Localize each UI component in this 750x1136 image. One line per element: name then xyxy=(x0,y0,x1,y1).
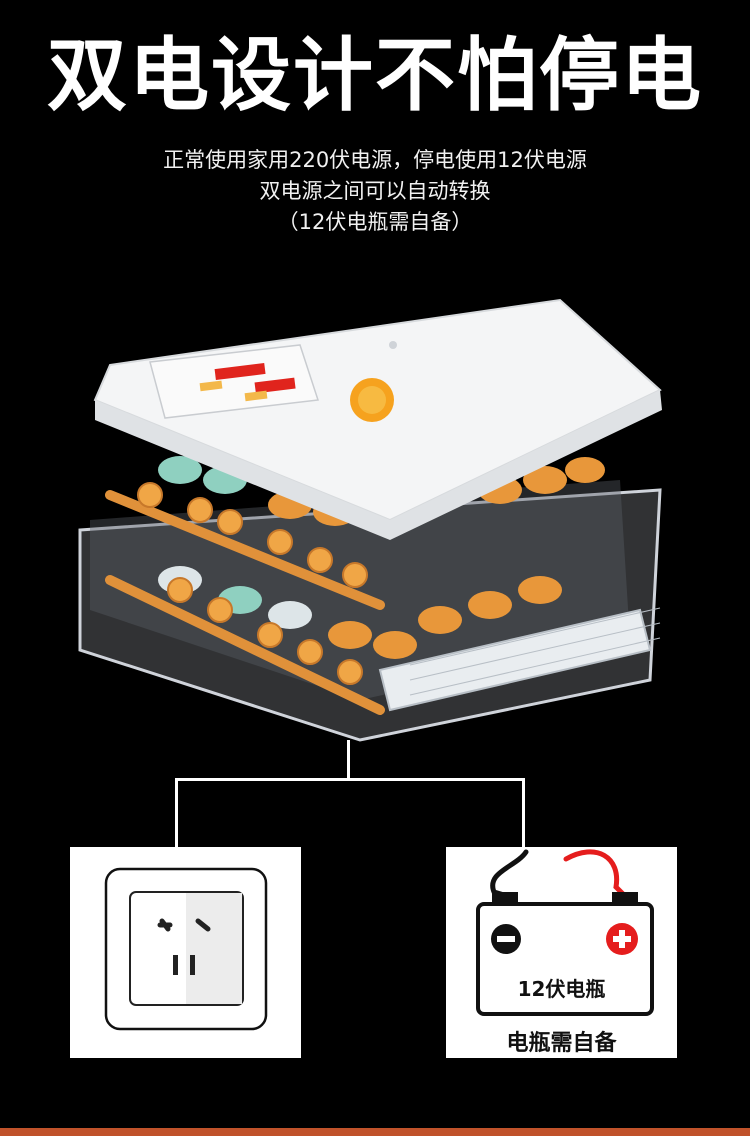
connector-right-drop xyxy=(522,778,525,848)
subtitle-line-2: 双电源之间可以自动转换 xyxy=(259,179,491,203)
bottom-accent-line xyxy=(0,1128,750,1136)
battery-caption: 电瓶需自备 xyxy=(506,1031,617,1056)
headline: 双电设计不怕停电 xyxy=(47,29,703,122)
power-outlet-card xyxy=(70,847,301,1058)
subtitle-line-3: （12伏电瓶需自备） xyxy=(277,210,473,234)
incubator-image xyxy=(78,298,662,742)
connector-vertical xyxy=(347,740,350,780)
connector-left-drop xyxy=(175,778,178,848)
subtitle-line-1: 正常使用家用220伏电源，停电使用12伏电源 xyxy=(163,148,587,172)
power-outlet-icon xyxy=(104,867,268,1031)
connector-horizontal xyxy=(175,778,525,781)
battery-label: 12伏电瓶 xyxy=(517,977,606,1001)
battery-card: 12伏电瓶 电瓶需自备 xyxy=(446,847,677,1058)
battery-icon xyxy=(476,849,654,1016)
